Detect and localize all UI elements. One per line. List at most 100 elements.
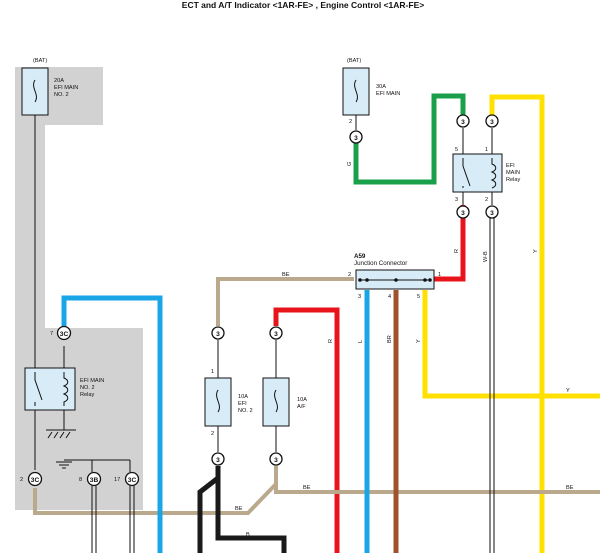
relay-efi-main-pin5: 5 [455, 147, 458, 153]
connector-3c-bottom: 3C [27, 471, 43, 487]
svg-text:3C: 3C [60, 331, 69, 338]
junction-name: Junction Connector [354, 260, 407, 267]
svg-text:3: 3 [216, 331, 220, 338]
wire-beige-left [33, 482, 278, 515]
relay-efi-main-line3: Relay [506, 177, 521, 183]
svg-text:3: 3 [274, 331, 278, 338]
wire-red-junction [434, 205, 466, 282]
wire-label-be-mid: BE [303, 485, 311, 491]
wire-label-br: BR [387, 335, 393, 343]
wire-label-be-top: BE [282, 272, 290, 278]
wire-yellow-top [489, 94, 545, 553]
junction-pin2: 2 [348, 272, 351, 278]
connector-3c-c: 3C [124, 471, 140, 487]
connector-3-d: 3 [456, 205, 470, 219]
fuse-efi-main [342, 67, 370, 116]
relay-efi-main-pin3: 3 [455, 197, 458, 203]
bat-label-2: (BAT) [347, 58, 361, 64]
fuse-efi-main-pin2: 2 [349, 119, 352, 125]
relay-efi-main-no2-line1: EFI MAIN [80, 378, 104, 384]
wire-label-b: B [246, 532, 250, 538]
relay-efi-main-pin1: 1 [485, 147, 488, 153]
diagram-title: ECT and A/T Indicator <1AR-FE> , Engine … [182, 0, 424, 10]
svg-text:3: 3 [216, 457, 220, 464]
connector-3-g: 3 [269, 326, 283, 340]
wire-label-be-right: BE [566, 485, 574, 491]
wire-black [197, 466, 221, 553]
connector-3-f: 3 [211, 326, 225, 340]
coil-icon [62, 372, 69, 406]
svg-text:3: 3 [461, 210, 465, 217]
switch-icon [462, 158, 471, 188]
connector-3b-a: 3B [86, 471, 102, 487]
fuse-efi-main-no2-name1: EFI MAIN [54, 85, 78, 91]
junction-pin1: 1 [438, 272, 441, 278]
wire-blue-left [61, 295, 163, 553]
fuse-efi-main-no2-rating: 20A [54, 78, 64, 84]
relay-efi-main-line1: EFI [506, 163, 515, 169]
wire-label-y-junction: Y [416, 339, 422, 343]
fuse-af-name1: A/F [297, 404, 306, 410]
junction-connector-a59 [355, 269, 435, 290]
wire-label-be-left: BE [235, 506, 243, 512]
svg-text:3C: 3C [128, 477, 137, 484]
svg-text:3: 3 [461, 119, 465, 126]
wire-red-af [273, 307, 340, 553]
pin-8-label: 8 [79, 477, 82, 483]
wire-label-l: L [358, 340, 364, 343]
relay-efi-main-no2 [24, 367, 76, 411]
fuse-efi-no2-pin1: 1 [211, 369, 214, 375]
wire-wb [489, 206, 495, 553]
svg-text:3B: 3B [90, 477, 99, 484]
fuse-efi-no2-name2: NO. 2 [238, 408, 253, 414]
relay-efi-main-no2-line2: NO. 2 [80, 385, 95, 391]
connector-3-b: 3 [456, 114, 470, 128]
fuse-icon [274, 389, 278, 413]
wire-beige-top [216, 277, 354, 326]
fuse-icon [354, 79, 358, 103]
coil-icon [490, 158, 497, 189]
pin-17-label: 17 [114, 477, 120, 483]
connector-3-i: 3 [269, 452, 283, 466]
wire-label-wb: W-B [483, 251, 489, 262]
svg-text:3C: 3C [31, 477, 40, 484]
fuse-efi-no2 [204, 377, 232, 427]
svg-text:3: 3 [490, 210, 494, 217]
ground-icon [46, 429, 76, 439]
svg-text:3: 3 [490, 119, 494, 126]
fuse-icon [33, 79, 37, 103]
switch-icon [34, 372, 43, 406]
fuse-efi-main-no2 [21, 67, 49, 116]
fuse-efi-main-no2-name2: NO. 2 [54, 92, 69, 98]
junction-pin4: 4 [388, 294, 391, 300]
relay-efi-main [452, 153, 503, 193]
relay-efi-main-no2-line3: Relay [80, 392, 95, 398]
fuse-efi-no2-pin2: 2 [211, 431, 214, 437]
wire-green [353, 93, 466, 185]
fuse-efi-no2-rating: 10A [238, 394, 248, 400]
connector-3-a: 3 [349, 130, 363, 144]
junction-pin5: 5 [417, 294, 420, 300]
bat-label: (BAT) [33, 58, 47, 64]
ground-icon [56, 461, 72, 469]
pin-2-label: 2 [20, 477, 23, 483]
fuse-efi-main-name1: EFI MAIN [376, 91, 400, 97]
fuse-icon [216, 389, 220, 413]
wire-black-b [215, 478, 287, 553]
fuse-af [262, 377, 290, 427]
wire-label-r-top: R [454, 249, 460, 253]
fuse-efi-main-rating: 30A [376, 84, 386, 90]
wire-beige-right [274, 466, 600, 494]
connector-3c-top: 3C [56, 325, 72, 341]
wire-thin [34, 115, 493, 553]
relay-efi-main-pin2: 2 [485, 197, 488, 203]
svg-text:3: 3 [354, 135, 358, 142]
junction-code: A59 [354, 253, 366, 260]
wire-yellow-junction [422, 290, 600, 399]
wire-label-g: G [347, 162, 353, 166]
wire-label-r-af: R [328, 339, 334, 343]
relay-efi-main-line2: MAIN [506, 170, 520, 176]
pin-7-label: 7 [50, 331, 53, 337]
wire-label-y-right: Y [533, 249, 539, 253]
